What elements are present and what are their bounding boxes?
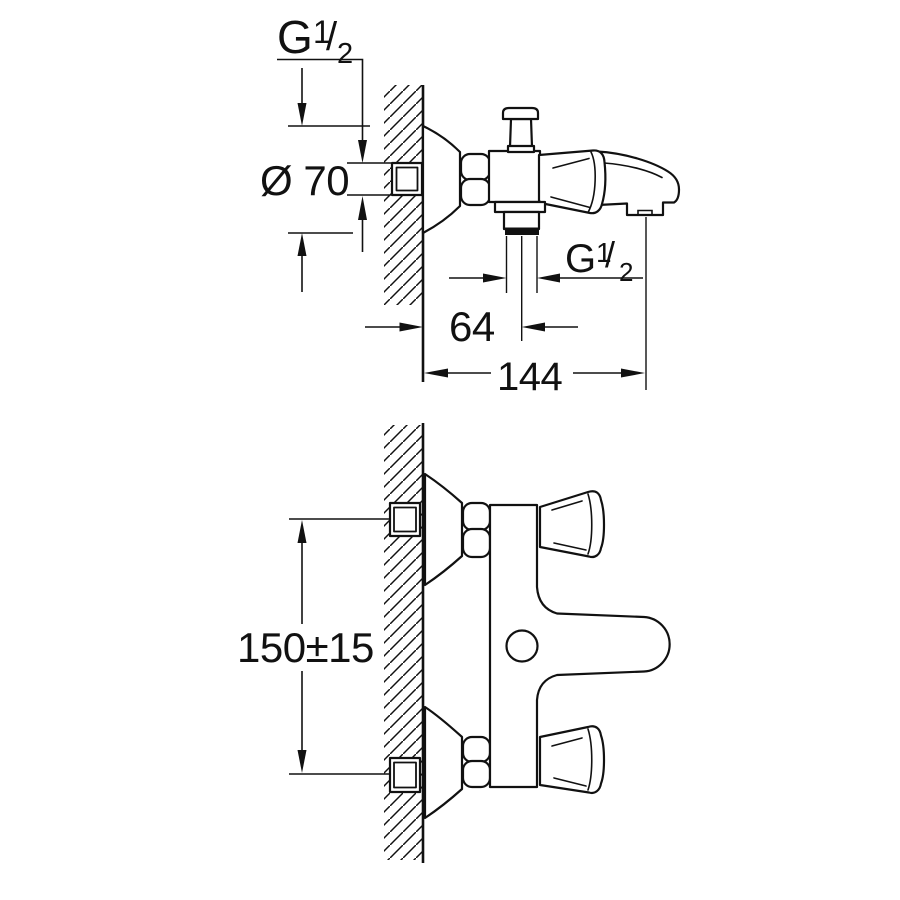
bottom-union: [388, 705, 492, 820]
dim-thread-hose: G 1 / 2: [449, 234, 643, 293]
top-union: [388, 472, 492, 587]
hex-nut-front-top: [461, 501, 492, 532]
svg-text:2: 2: [337, 38, 353, 70]
diverter-cap-front: [505, 629, 539, 663]
svg-text:/: /: [326, 15, 338, 59]
dim-overall-depth: 144: [424, 217, 647, 399]
dim-escutcheon-diameter: Ø 70: [260, 68, 370, 292]
escutcheon-side: [421, 124, 462, 235]
hex-nut-side: [459, 152, 492, 207]
escutcheon-front-top: [423, 472, 464, 587]
tub-spout: [595, 150, 681, 217]
spout-rim-line: [603, 162, 663, 179]
dim-label-thread-hose: G: [565, 237, 596, 281]
wall-hatch-front: [384, 425, 423, 860]
front-view: 150±15: [237, 423, 671, 863]
hex-nut-front-bottom: [461, 735, 492, 764]
body-and-spout-tube: [488, 503, 671, 789]
svg-text:/: /: [605, 234, 615, 275]
escutcheon-front-bottom: [423, 705, 464, 820]
mixer-body-front: [488, 503, 671, 789]
dim-label-64: 64: [449, 303, 495, 350]
handle-side: [537, 149, 607, 215]
handle-front-bottom: [538, 725, 606, 795]
side-view: G 1 / 2 Ø 70 G 1 / 2: [260, 11, 681, 399]
svg-text:1: 1: [596, 237, 611, 268]
svg-text:2: 2: [619, 257, 633, 287]
hose-thread-end: [505, 227, 539, 235]
spout-outlet-slot: [637, 209, 653, 216]
dim-connection-spacing: 150±15: [237, 518, 391, 775]
dim-label-thread-top: G: [277, 11, 312, 63]
dim-hose-offset: 64: [365, 236, 578, 350]
valve-body-side: [487, 149, 542, 204]
diverter-knob: [501, 106, 540, 154]
dim-thread-top: G 1 / 2: [277, 11, 391, 252]
handle-front-top: [538, 490, 606, 559]
inlet-union-side: [390, 161, 424, 197]
svg-text:1: 1: [313, 14, 330, 50]
dim-label-144: 144: [497, 355, 562, 399]
dim-label-diameter: Ø 70: [260, 157, 349, 204]
dim-label-150: 150±15: [237, 624, 374, 671]
shower-hose-connector: [493, 200, 547, 235]
